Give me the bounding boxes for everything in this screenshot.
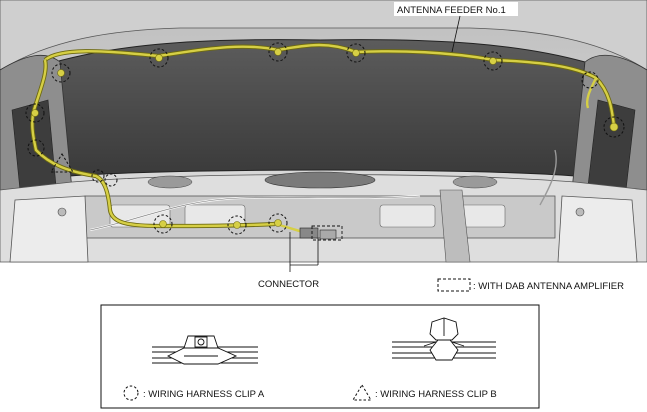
clip-a-legend-icon <box>123 385 139 401</box>
clip-a-marker <box>25 103 45 123</box>
clip-a-marker <box>153 214 173 234</box>
clip-b-illustration <box>392 317 496 361</box>
clip-a-marker <box>268 42 288 62</box>
clip-a-marker <box>268 213 288 233</box>
clip-dot <box>57 69 65 77</box>
connector-label: CONNECTOR <box>258 279 319 290</box>
clip-a-legend-label: : WIRING HARNESS CLIP A <box>143 389 265 400</box>
clip-fill-dots <box>31 48 619 229</box>
dab-legend: : WITH DAB ANTENNA AMPLIFIER <box>437 278 624 292</box>
clip-dot <box>274 48 282 56</box>
vehicle-illustration <box>0 0 647 263</box>
dab-legend-swatch <box>437 278 471 292</box>
dab-legend-label: : WITH DAB ANTENNA AMPLIFIER <box>473 281 624 292</box>
antenna-feeder-label: ANTENNA FEEDER No.1 <box>397 5 506 16</box>
clip-b-marker <box>50 153 74 173</box>
clip-a-illustration <box>152 335 258 365</box>
right-seat-bracket <box>557 195 638 263</box>
clip-dot <box>31 109 39 117</box>
seat-belt-strap <box>439 189 471 263</box>
grey-wire <box>539 149 557 206</box>
clip-a-marker <box>51 63 71 83</box>
harness-wire-right-drop <box>585 77 598 109</box>
clip-a-marker <box>27 139 45 157</box>
clip-dot <box>159 220 167 228</box>
cross-member-slot <box>379 204 436 228</box>
center-speaker <box>264 171 376 189</box>
dab-amplifier-marker <box>311 225 343 241</box>
roof-frame <box>0 0 647 71</box>
bracket-bolt <box>575 207 585 217</box>
headliner-panel <box>54 39 586 177</box>
clip-a-marker <box>581 71 599 89</box>
connector-cluster: CONNECTOR <box>258 227 337 290</box>
clip-dot <box>233 221 241 229</box>
clip-b-legend-label: : WIRING HARNESS CLIP B <box>375 389 497 400</box>
antenna-feeder-callout: ANTENNA FEEDER No.1 <box>394 2 518 53</box>
clip-dot <box>489 57 497 65</box>
clip-a-marker <box>346 43 366 63</box>
clip-dot <box>274 219 282 227</box>
clip-a-marker <box>227 215 247 235</box>
clip-dot <box>609 122 619 132</box>
clip-legend-box: : WIRING HARNESS CLIP A : WIRING HARNESS… <box>100 304 540 409</box>
clip-a-marker <box>483 51 503 71</box>
left-seat-bracket <box>9 195 89 263</box>
clip-a-marker <box>149 48 169 68</box>
right-speaker <box>452 175 498 189</box>
clip-a-marker <box>91 169 105 183</box>
connector-block <box>319 229 337 240</box>
clip-a-marker <box>603 116 625 138</box>
antenna-feeder-label-bg <box>394 2 518 16</box>
clip-a-marker <box>104 173 118 187</box>
clip-a-markers <box>25 42 625 235</box>
connector-block <box>299 227 319 239</box>
bracket-bolt <box>57 207 67 217</box>
clip-dot <box>155 54 163 62</box>
antenna-feeder-leader <box>451 15 461 53</box>
left-speaker <box>147 175 193 189</box>
clip-dot <box>352 49 360 57</box>
grey-wire <box>89 195 421 231</box>
